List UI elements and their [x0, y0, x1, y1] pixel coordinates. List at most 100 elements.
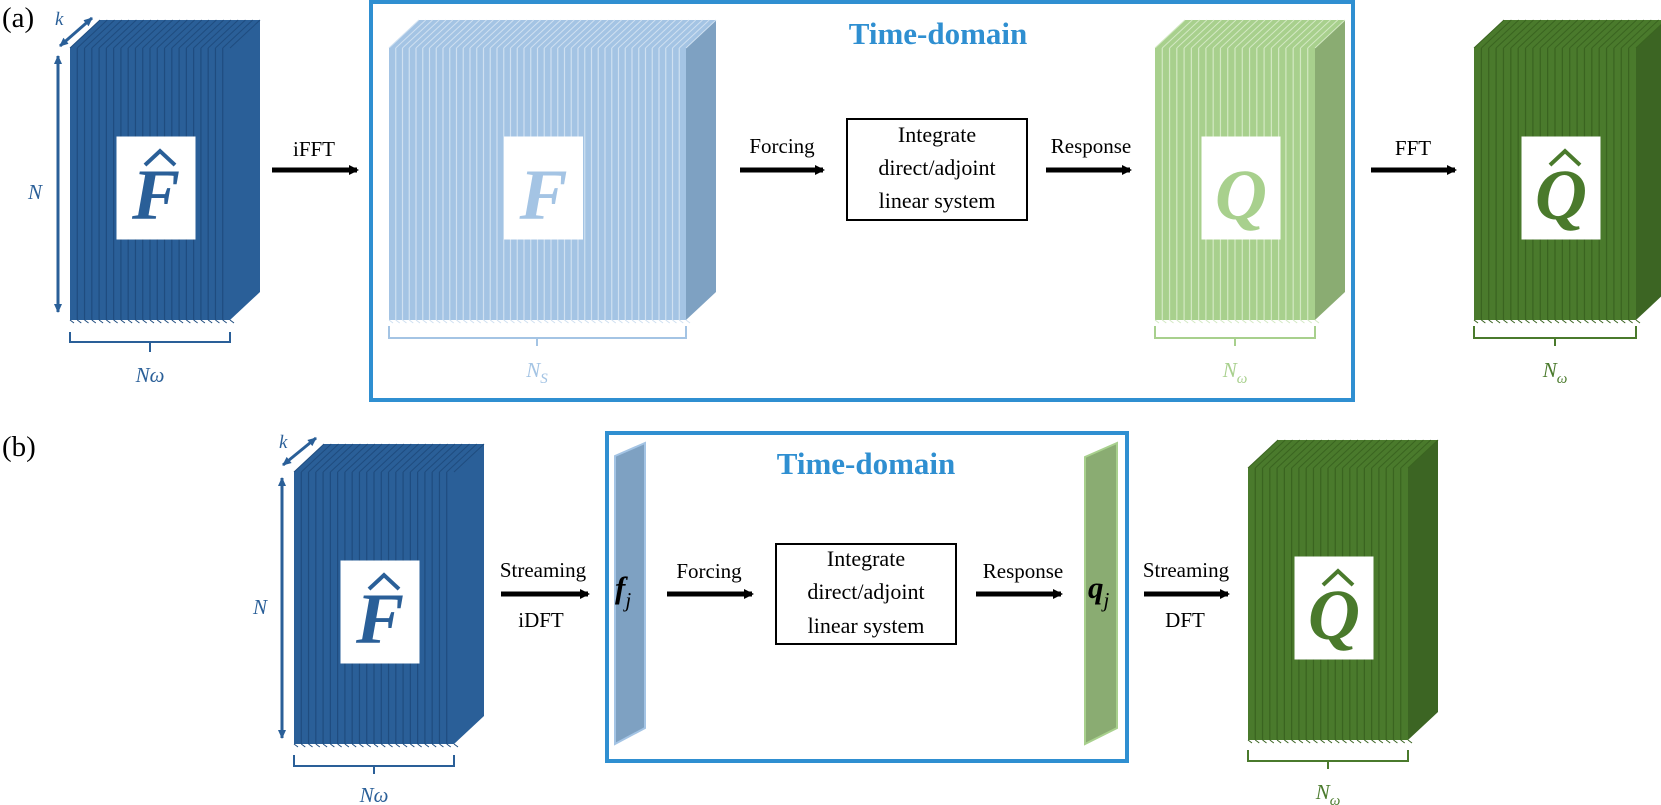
stack-bottom-edge — [665, 319, 671, 324]
stack-bottom-edge — [1191, 319, 1196, 324]
stack-bottom-edge — [1584, 319, 1589, 324]
stack-top-edge — [395, 19, 427, 49]
stack-top-edge — [456, 19, 487, 49]
stack-bottom-edge — [1256, 319, 1262, 324]
brace-label-f-hat-b: Nω — [359, 783, 389, 805]
stack-bottom-edge — [135, 319, 140, 324]
stack-top-edge — [658, 19, 690, 49]
stack-bottom-edge — [1606, 319, 1611, 324]
stack-top-edge — [604, 19, 636, 49]
stack-symbol: F — [518, 155, 567, 235]
stack-bottom-edge — [178, 319, 184, 324]
stack-top-edge — [1292, 19, 1324, 49]
stack-bottom-edge — [685, 319, 691, 324]
stack-top-edge — [449, 19, 481, 49]
stack-bottom-edge — [1613, 319, 1619, 324]
stack-top-edge — [351, 443, 383, 473]
stack-top-edge — [584, 19, 616, 49]
stack-top-edge — [408, 19, 440, 49]
stack-top-edge — [410, 443, 441, 473]
stack-top-edge — [402, 19, 433, 49]
stack-bottom-edge — [1269, 739, 1275, 744]
stack-top-edge — [1205, 19, 1237, 49]
stack-top-edge — [1495, 19, 1527, 49]
stack-bottom-edge — [113, 319, 118, 324]
stack-bottom-edge — [1334, 739, 1340, 744]
slice-q-j-label: qj — [1088, 570, 1110, 612]
stack-bottom-edge — [658, 319, 664, 324]
stack-bottom-edge — [69, 319, 75, 324]
stack-top-edge — [631, 19, 663, 49]
stack-top-edge — [537, 19, 568, 49]
stack-top-edge — [1285, 19, 1317, 49]
stack-bottom-edge — [1364, 739, 1369, 744]
stack-bottom-edge — [1385, 739, 1391, 744]
stack-bottom-edge — [395, 743, 401, 748]
stack-bottom-edge — [1539, 319, 1545, 324]
stack-top-edge — [1191, 19, 1222, 49]
arrow-dft-label-bottom: DFT — [1165, 608, 1205, 632]
stack-top-edge — [1320, 439, 1352, 469]
stack-top-edge — [439, 443, 470, 473]
stack-top-edge — [1307, 19, 1339, 49]
brace-label-f-a: NS — [525, 358, 548, 387]
stack-bottom-edge — [446, 743, 452, 748]
stack-side-face — [1408, 440, 1438, 740]
stack-side-face — [1636, 24, 1661, 320]
stack-top-edge — [1300, 19, 1331, 49]
stack-top-edge — [1620, 19, 1652, 49]
stack-bottom-edge — [462, 319, 468, 324]
stack-bottom-edge — [315, 743, 321, 748]
stack-top-edge — [1628, 19, 1659, 49]
hat-accent — [367, 572, 401, 591]
stack-bottom-edge — [359, 743, 364, 748]
stack-bottom-edge — [84, 319, 89, 324]
stack-top-edge — [651, 19, 683, 49]
stack-top-edge — [1234, 19, 1266, 49]
stack-bottom-edge — [366, 743, 372, 748]
stack-top-edge — [1378, 439, 1410, 469]
stack-bottom-edge — [330, 743, 335, 748]
stack-bottom-edge — [1227, 319, 1233, 324]
stack-top-edge — [1342, 439, 1373, 469]
stack-top-edge — [591, 19, 622, 49]
integrate-line2-a: direct/adjoint — [878, 155, 995, 180]
stack-bottom-edge — [215, 319, 220, 324]
stack-bottom-edge — [1314, 319, 1320, 324]
stack-top-edge — [380, 443, 412, 473]
stack-bottom-edge — [1220, 319, 1225, 324]
stack-top-edge — [530, 19, 562, 49]
stack-bottom-edge — [1371, 739, 1376, 744]
stack-q-a: Q — [1154, 19, 1346, 324]
stack-top-edge — [1606, 19, 1637, 49]
arrow-dft-label-top: Streaming — [1143, 558, 1230, 582]
stack-bottom-edge — [1262, 739, 1267, 744]
stack-bottom-edge — [638, 319, 644, 324]
stack-bottom-edge — [380, 743, 386, 748]
stack-symbol: Q — [1535, 155, 1587, 235]
stack-top-edge — [229, 19, 261, 49]
stack-bottom-edge — [1342, 739, 1347, 744]
slice-f-j — [614, 441, 646, 746]
stack-bottom-edge — [449, 319, 455, 324]
stack-top-edge — [164, 19, 195, 49]
time-domain-frame-b — [605, 431, 1129, 763]
stack-top-edge — [1262, 439, 1293, 469]
stack-bottom-edge — [415, 319, 421, 324]
stack-top-edge — [685, 19, 717, 49]
k-dimension-label-a: k — [55, 9, 64, 30]
stack-bottom-edge — [1510, 319, 1516, 324]
stack-top-edge — [337, 443, 368, 473]
stack-bottom-edge — [597, 319, 603, 324]
stack-bottom-edge — [1393, 739, 1398, 744]
stack-label-box — [504, 136, 583, 240]
stack-top-edge — [1241, 19, 1273, 49]
stack-bottom-edge — [1249, 319, 1254, 324]
stack-top-edge — [344, 443, 376, 473]
stack-bottom-edge — [229, 319, 235, 324]
stack-bottom-edge — [618, 319, 623, 324]
stack-bottom-edge — [1473, 319, 1479, 324]
brace-q-hat-b — [1247, 750, 1409, 769]
stack-top-edge — [1212, 19, 1244, 49]
brace-label-q-hat-b: Nω — [1315, 780, 1341, 805]
